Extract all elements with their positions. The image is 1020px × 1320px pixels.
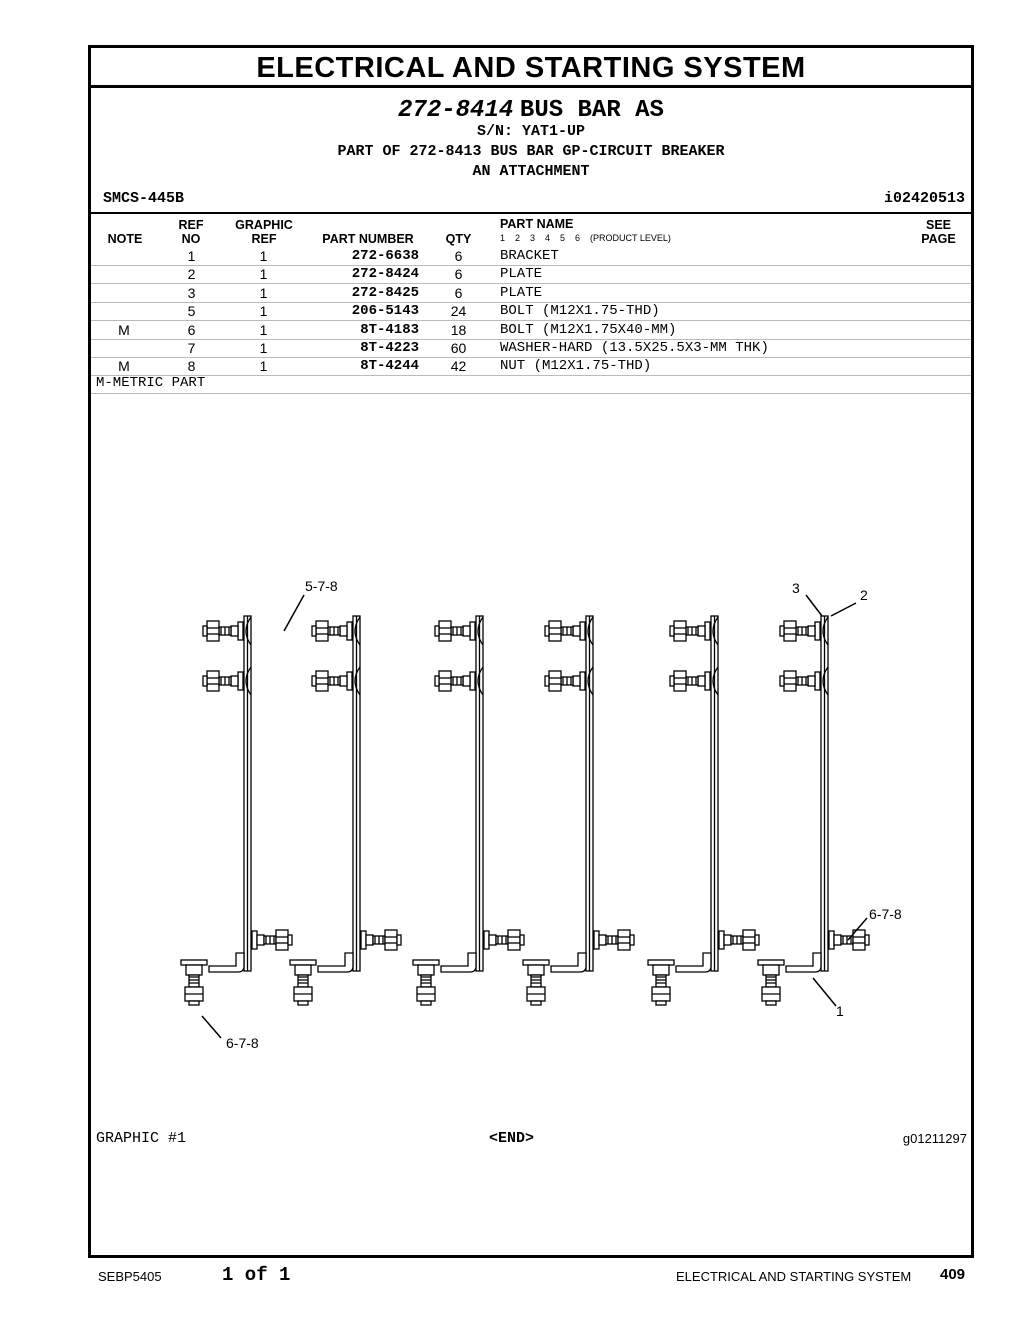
parts-row: M 6 1 8T-4183 18 BOLT (M12X1.75X40-MM) xyxy=(91,321,971,340)
product-levels: 1 2 3 4 5 6 (PRODUCT LEVEL) xyxy=(500,233,671,243)
part-qty: 6 xyxy=(454,284,463,301)
graphic-id: g01211297 xyxy=(902,1131,967,1146)
part-graphic-ref: 1 xyxy=(259,266,268,283)
part-number: 272-8425 xyxy=(351,284,419,301)
part-graphic-ref: 1 xyxy=(259,303,268,320)
part-ref-no: 1 xyxy=(187,248,196,264)
smcs-code: SMCS-445B xyxy=(103,190,185,207)
metric-note: M-METRIC PART xyxy=(96,375,206,391)
part-ref-no: 8 xyxy=(187,358,196,375)
part-of-line: PART OF 272-8413 BUS BAR GP-CIRCUIT BREA… xyxy=(337,143,725,160)
assembly-name: BUS BAR AS xyxy=(519,97,664,124)
part-ref-no: 3 xyxy=(187,284,196,301)
part-qty: 18 xyxy=(450,321,467,338)
footer-section: ELECTRICAL AND STARTING SYSTEM xyxy=(676,1269,912,1284)
parts-row: 2 1 272-8424 6 PLATE xyxy=(91,265,971,285)
bus-bar-assembly xyxy=(412,615,525,1006)
part-note: M xyxy=(118,321,130,338)
graphic-label: GRAPHIC #1 xyxy=(96,1130,187,1147)
part-number: 8T-4183 xyxy=(360,321,419,338)
part-number: 8T-4244 xyxy=(360,358,419,375)
part-ref-no: 2 xyxy=(187,266,196,283)
end-marker: <END> xyxy=(489,1130,535,1147)
bus-bar-assembly xyxy=(522,615,635,1006)
serial-range: S/N: YAT1-UP xyxy=(476,123,586,140)
col-note: NOTE xyxy=(107,232,143,246)
page-frame: ELECTRICAL AND STARTING SYSTEM 272-8414 … xyxy=(88,45,974,1258)
footer-page-number: 409 xyxy=(940,1266,966,1283)
part-name: NUT (M12X1.75-THD) xyxy=(500,358,652,375)
part-number: 8T-4223 xyxy=(360,340,419,356)
part-name: WASHER-HARD (13.5X25.5X3-MM THK) xyxy=(500,340,769,356)
part-name: BRACKET xyxy=(500,248,559,264)
part-number: 272-8424 xyxy=(351,266,419,283)
callout-leaders xyxy=(201,594,868,1039)
part-qty: 24 xyxy=(450,303,467,320)
callout-6-7-8-right: 6-7-8 xyxy=(869,906,902,922)
part-number: 206-5143 xyxy=(351,303,419,320)
parts-row: M 8 1 8T-4244 42 NUT (M12X1.75-THD) xyxy=(91,357,971,377)
callout-5-7-8: 5-7-8 xyxy=(305,578,338,594)
part-name: PLATE xyxy=(500,284,543,301)
bus-bar-assembly xyxy=(647,615,760,1006)
exploded-view-graphic: 5-7-8 6-7-8 3 2 6-7-8 1 xyxy=(180,578,902,1051)
bus-bar-assembly xyxy=(757,615,870,1006)
col-qty: QTY xyxy=(445,232,472,246)
callout-2: 2 xyxy=(860,587,868,603)
parts-row: 1 1 272-6638 6 BRACKET xyxy=(91,247,971,266)
part-name: PLATE xyxy=(500,266,543,283)
callout-1: 1 xyxy=(836,1003,844,1019)
part-name: BOLT (M12X1.75-THD) xyxy=(500,303,660,320)
assembly-title: 272-8414 BUS BAR AS xyxy=(91,95,971,124)
parts-row: 7 1 8T-4223 60 WASHER-HARD (13.5X25.5X3-MM T… xyxy=(91,339,971,358)
section-title: ELECTRICAL AND STARTING SYSTEM xyxy=(91,48,971,88)
part-qty: 6 xyxy=(454,266,463,283)
col-part-number: PART NUMBER xyxy=(322,232,414,246)
footer-page-of: 1 of 1 xyxy=(222,1264,291,1286)
part-ref-no: 5 xyxy=(187,303,196,320)
part-qty: 42 xyxy=(450,358,467,375)
bus-bar-assembly xyxy=(180,615,293,1006)
illustration-id: i02420513 xyxy=(883,190,965,207)
footer-doc-number: SEBP5405 xyxy=(98,1269,162,1284)
part-ref-no: 7 xyxy=(187,340,196,356)
part-graphic-ref: 1 xyxy=(259,284,268,301)
part-graphic-ref: 1 xyxy=(259,340,268,356)
part-ref-no: 6 xyxy=(187,321,196,338)
callout-3: 3 xyxy=(792,580,800,596)
part-number: 272-6638 xyxy=(351,248,419,264)
part-graphic-ref: 1 xyxy=(259,248,268,264)
callout-6-7-8-left: 6-7-8 xyxy=(226,1035,259,1051)
part-note: M xyxy=(118,358,130,375)
header-divider xyxy=(91,212,971,214)
attachment-line: AN ATTACHMENT xyxy=(472,163,590,180)
part-name: BOLT (M12X1.75X40-MM) xyxy=(500,321,677,338)
bus-bar-assembly xyxy=(289,615,402,1006)
assembly-number: 272-8414 xyxy=(398,97,514,124)
part-graphic-ref: 1 xyxy=(259,321,268,338)
metric-divider xyxy=(91,393,971,394)
parts-row: 5 1 206-5143 24 BOLT (M12X1.75-THD) xyxy=(91,302,971,322)
col-part-name: PART NAME xyxy=(500,217,574,231)
parts-row: 3 1 272-8425 6 PLATE xyxy=(91,284,971,303)
part-qty: 60 xyxy=(450,340,467,356)
part-qty: 6 xyxy=(454,248,463,264)
part-graphic-ref: 1 xyxy=(259,358,268,375)
